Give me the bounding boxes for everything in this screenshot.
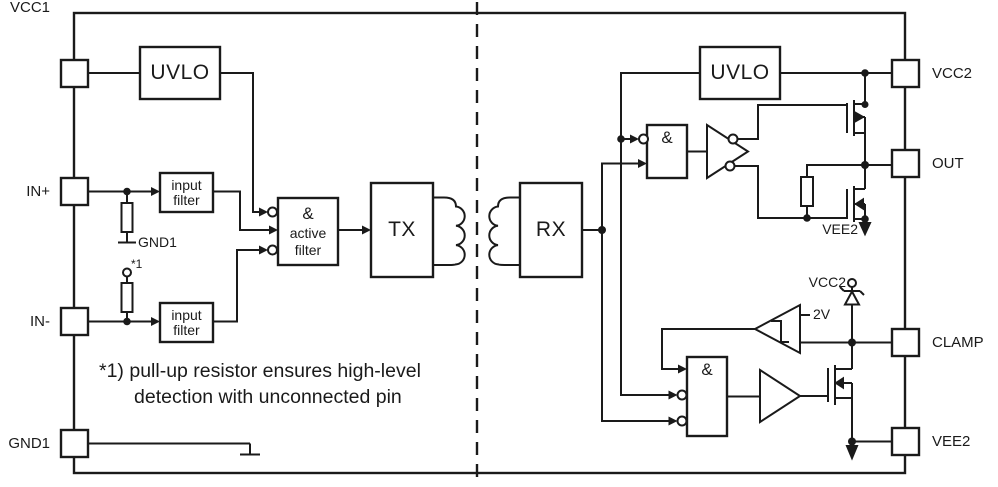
pullup-open-terminal [122, 267, 132, 278]
signal-arrowheads [151, 134, 687, 426]
vee2-down-arrow [858, 222, 872, 237]
uvlo-label-output-side: UVLO [710, 60, 770, 84]
and-gate-clamp-block [685, 355, 729, 438]
pin-label-vcc2: VCC2 [932, 65, 973, 82]
comparator-triangle [752, 303, 801, 355]
pin-label-vcc1: VCC1 [9, 0, 50, 16]
rx-label: RX [535, 217, 567, 241]
footnote-line2: detection with unconnected pin [134, 386, 402, 408]
mosfet-high-side [846, 100, 866, 165]
pin-label-vee2: VEE2 [932, 433, 971, 450]
chip-outline [72, 11, 907, 475]
input-filter-block-bottom [158, 301, 215, 344]
in-plus-pulldown-resistor [120, 202, 134, 233]
gate-resistor [800, 176, 814, 207]
pin-label-gnd1: GND1 [8, 435, 50, 452]
transformer-primary-coil [433, 196, 466, 266]
pin-label-clamp: CLAMP [932, 334, 984, 351]
uvlo-block-input-side [138, 45, 222, 101]
clamp-buffer [759, 368, 802, 424]
isolation-transformer [433, 196, 520, 266]
pin-vee2 [890, 426, 921, 457]
pin-vcc2 [890, 58, 921, 89]
mosfet-low-side [846, 165, 872, 237]
active-filter-block [276, 196, 340, 267]
pin-label-in-minus: IN- [30, 313, 50, 330]
input-filter-label-top: input filter [171, 176, 202, 208]
input-filter-label-bottom: input filter [171, 306, 202, 338]
gnd1-pin-ground-symbol [88, 442, 260, 456]
pin-gnd1 [59, 428, 90, 459]
and-gate-clamp-label: & [701, 360, 713, 380]
comparator-threshold-label: 2V [813, 306, 831, 322]
pin-label-out: OUT [932, 155, 964, 172]
vee2-down-arrow [845, 445, 859, 461]
gnd1-reference-label: GND1 [138, 234, 177, 250]
body-diode-arrow [834, 376, 844, 390]
package-pins [59, 58, 921, 459]
mosfet-clamp [827, 342, 892, 461]
diode-triangle [843, 289, 861, 306]
pin-in-plus [59, 176, 90, 207]
pullup-marker-label: *1 [131, 257, 143, 271]
hysteresis-symbol [771, 320, 789, 343]
vee2-output-stage-label: VEE2 [822, 221, 858, 237]
tx-label: TX [388, 217, 416, 241]
inverter-bubbles [122, 133, 857, 427]
uvlo-label-input-side: UVLO [150, 60, 210, 84]
rx-block [518, 181, 584, 279]
clamp-comparator [661, 303, 892, 370]
uvlo-block-output-side [698, 45, 782, 101]
and-gate-output-block [645, 123, 689, 180]
pin-label-in-plus: IN+ [26, 183, 50, 200]
and-gate-output-label: & [661, 128, 673, 148]
clamp-driver-wires [727, 368, 828, 424]
pin-vcc1 [59, 58, 90, 89]
pin-out [890, 148, 921, 179]
vcc2-open-terminal [847, 278, 857, 288]
tx-block [369, 181, 435, 279]
active-filter-label: & active filter [289, 203, 327, 259]
output-stage-wires [687, 72, 892, 219]
body-diode-arrow [854, 197, 864, 211]
body-diode-arrow [854, 110, 866, 124]
vcc2-clamp-diode-label: VCC2 [808, 274, 846, 290]
junction-dots [123, 69, 869, 446]
transformer-secondary-coil [488, 196, 520, 266]
pin-in-minus [59, 306, 90, 337]
pin-clamp [890, 327, 921, 358]
footnote-line1: *1) pull-up resistor ensures high-level [99, 360, 421, 382]
vcc2-clamp-diode [839, 286, 865, 343]
function-blocks [138, 45, 782, 438]
in-minus-pullup-resistor [120, 282, 134, 313]
input-filter-block-top [158, 171, 215, 214]
